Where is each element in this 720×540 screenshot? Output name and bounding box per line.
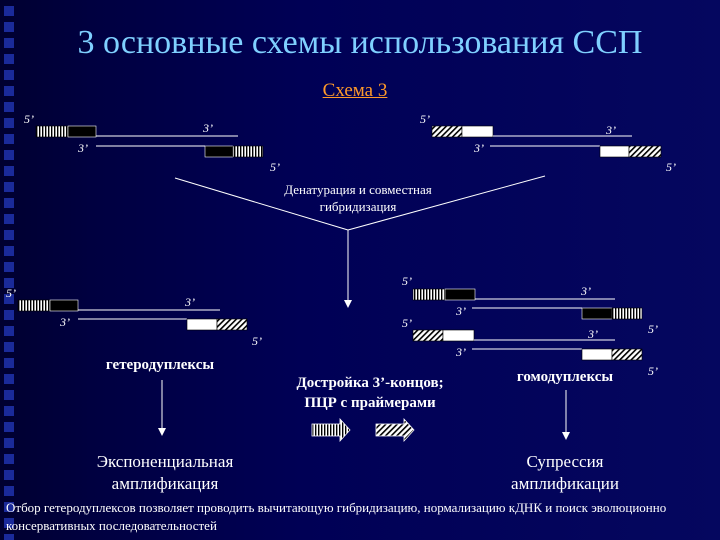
bg-square bbox=[4, 438, 14, 448]
end-label-3: 3’ bbox=[78, 141, 88, 155]
bg-square bbox=[4, 214, 14, 224]
bg-square bbox=[4, 374, 14, 384]
bg-square bbox=[4, 326, 14, 336]
bg-square bbox=[4, 6, 14, 16]
scheme-label: Схема 3 bbox=[322, 80, 388, 101]
bg-square bbox=[4, 470, 14, 480]
bg-square bbox=[4, 342, 14, 352]
footer-note: Отбор гетеродуплексов позволяет проводит… bbox=[6, 500, 667, 533]
end-label-3: 3’ bbox=[588, 327, 598, 341]
completion-caption: Достройка 3’-концов; ПЦР с праймерами bbox=[270, 373, 470, 413]
exponential-line-2: амплификация bbox=[111, 474, 219, 493]
bg-square bbox=[4, 454, 14, 464]
homoduplex-label: гомодуплексы bbox=[516, 369, 614, 385]
bg-square bbox=[4, 118, 14, 128]
merge-line-left bbox=[174, 177, 349, 231]
end-label-3: 3’ bbox=[474, 141, 484, 155]
bg-square bbox=[4, 182, 14, 192]
bg-square bbox=[4, 390, 14, 400]
end-label-3: 3’ bbox=[581, 284, 591, 298]
bg-square bbox=[4, 230, 14, 240]
suppression-line-1: Супрессия bbox=[526, 452, 604, 471]
amplification-suppression: Супрессия амплификации bbox=[470, 451, 660, 495]
end-label-3: 3’ bbox=[203, 121, 213, 135]
suppression-line-2: амплификации bbox=[511, 474, 619, 493]
bg-square bbox=[4, 86, 14, 96]
bg-square bbox=[4, 102, 14, 112]
end-label-5: 5’ bbox=[402, 274, 412, 288]
homoduplex-strand-1 bbox=[412, 288, 643, 320]
homoduplex-strand-2 bbox=[412, 329, 643, 361]
page-title: 3 основные схемы использования ССП bbox=[77, 24, 643, 61]
bg-square bbox=[4, 534, 14, 540]
bg-square bbox=[4, 294, 14, 304]
end-label-5: 5’ bbox=[666, 160, 676, 174]
adapter-strand-2-top bbox=[431, 125, 632, 138]
merge-line-right bbox=[347, 175, 546, 231]
completion-line-1: Достройка 3’-концов; bbox=[296, 375, 444, 391]
bg-square bbox=[4, 246, 14, 256]
end-label-5: 5’ bbox=[6, 286, 16, 300]
hetero-arrowhead bbox=[158, 428, 166, 436]
end-label-5: 5’ bbox=[252, 334, 262, 348]
bg-square bbox=[4, 166, 14, 176]
bg-square bbox=[4, 486, 14, 496]
bg-square bbox=[4, 518, 14, 528]
end-label-5: 5’ bbox=[420, 112, 430, 126]
heteroduplex-strand bbox=[17, 299, 248, 331]
end-label-3: 3’ bbox=[456, 304, 466, 318]
denaturation-line-1: Денатурация и совместная bbox=[284, 182, 432, 197]
denaturation-line-2: гибридизация bbox=[319, 199, 397, 214]
bg-square bbox=[4, 406, 14, 416]
exponential-line-1: Экспоненциальная bbox=[96, 452, 234, 471]
primer-arrow-1 bbox=[311, 417, 351, 443]
bg-square bbox=[4, 150, 14, 160]
end-label-5: 5’ bbox=[648, 364, 658, 378]
bg-square bbox=[4, 70, 14, 80]
denaturation-caption: Денатурация и совместная гибридизация bbox=[238, 181, 478, 215]
end-label-3: 3’ bbox=[185, 295, 195, 309]
adapter-strand-1-top bbox=[35, 125, 238, 138]
bg-square bbox=[4, 422, 14, 432]
bg-square bbox=[4, 358, 14, 368]
end-label-3: 3’ bbox=[606, 123, 616, 137]
merge-arrowhead bbox=[344, 300, 352, 308]
adapter-strand-1-bottom bbox=[96, 145, 264, 158]
bg-square bbox=[4, 134, 14, 144]
bg-square bbox=[4, 22, 14, 32]
end-label-3: 3’ bbox=[60, 315, 70, 329]
end-label-5: 5’ bbox=[270, 160, 280, 174]
end-label-3: 3’ bbox=[456, 345, 466, 359]
homo-arrowhead bbox=[562, 432, 570, 440]
end-label-5: 5’ bbox=[24, 112, 34, 126]
completion-line-2: ПЦР с праймерами bbox=[304, 395, 436, 411]
exponential-amplification: Экспоненциальная амплификация bbox=[60, 451, 270, 495]
bg-square bbox=[4, 310, 14, 320]
bg-square bbox=[4, 198, 14, 208]
bg-square bbox=[4, 54, 14, 64]
primer-arrow-2 bbox=[375, 417, 415, 443]
bg-square bbox=[4, 38, 14, 48]
end-label-5: 5’ bbox=[648, 322, 658, 336]
bg-square bbox=[4, 278, 14, 288]
bg-square bbox=[4, 262, 14, 272]
adapter-strand-2-bottom bbox=[490, 145, 662, 158]
bg-square bbox=[4, 502, 14, 512]
heteroduplex-label: гетеродуплексы bbox=[105, 357, 215, 373]
end-label-5: 5’ bbox=[402, 316, 412, 330]
